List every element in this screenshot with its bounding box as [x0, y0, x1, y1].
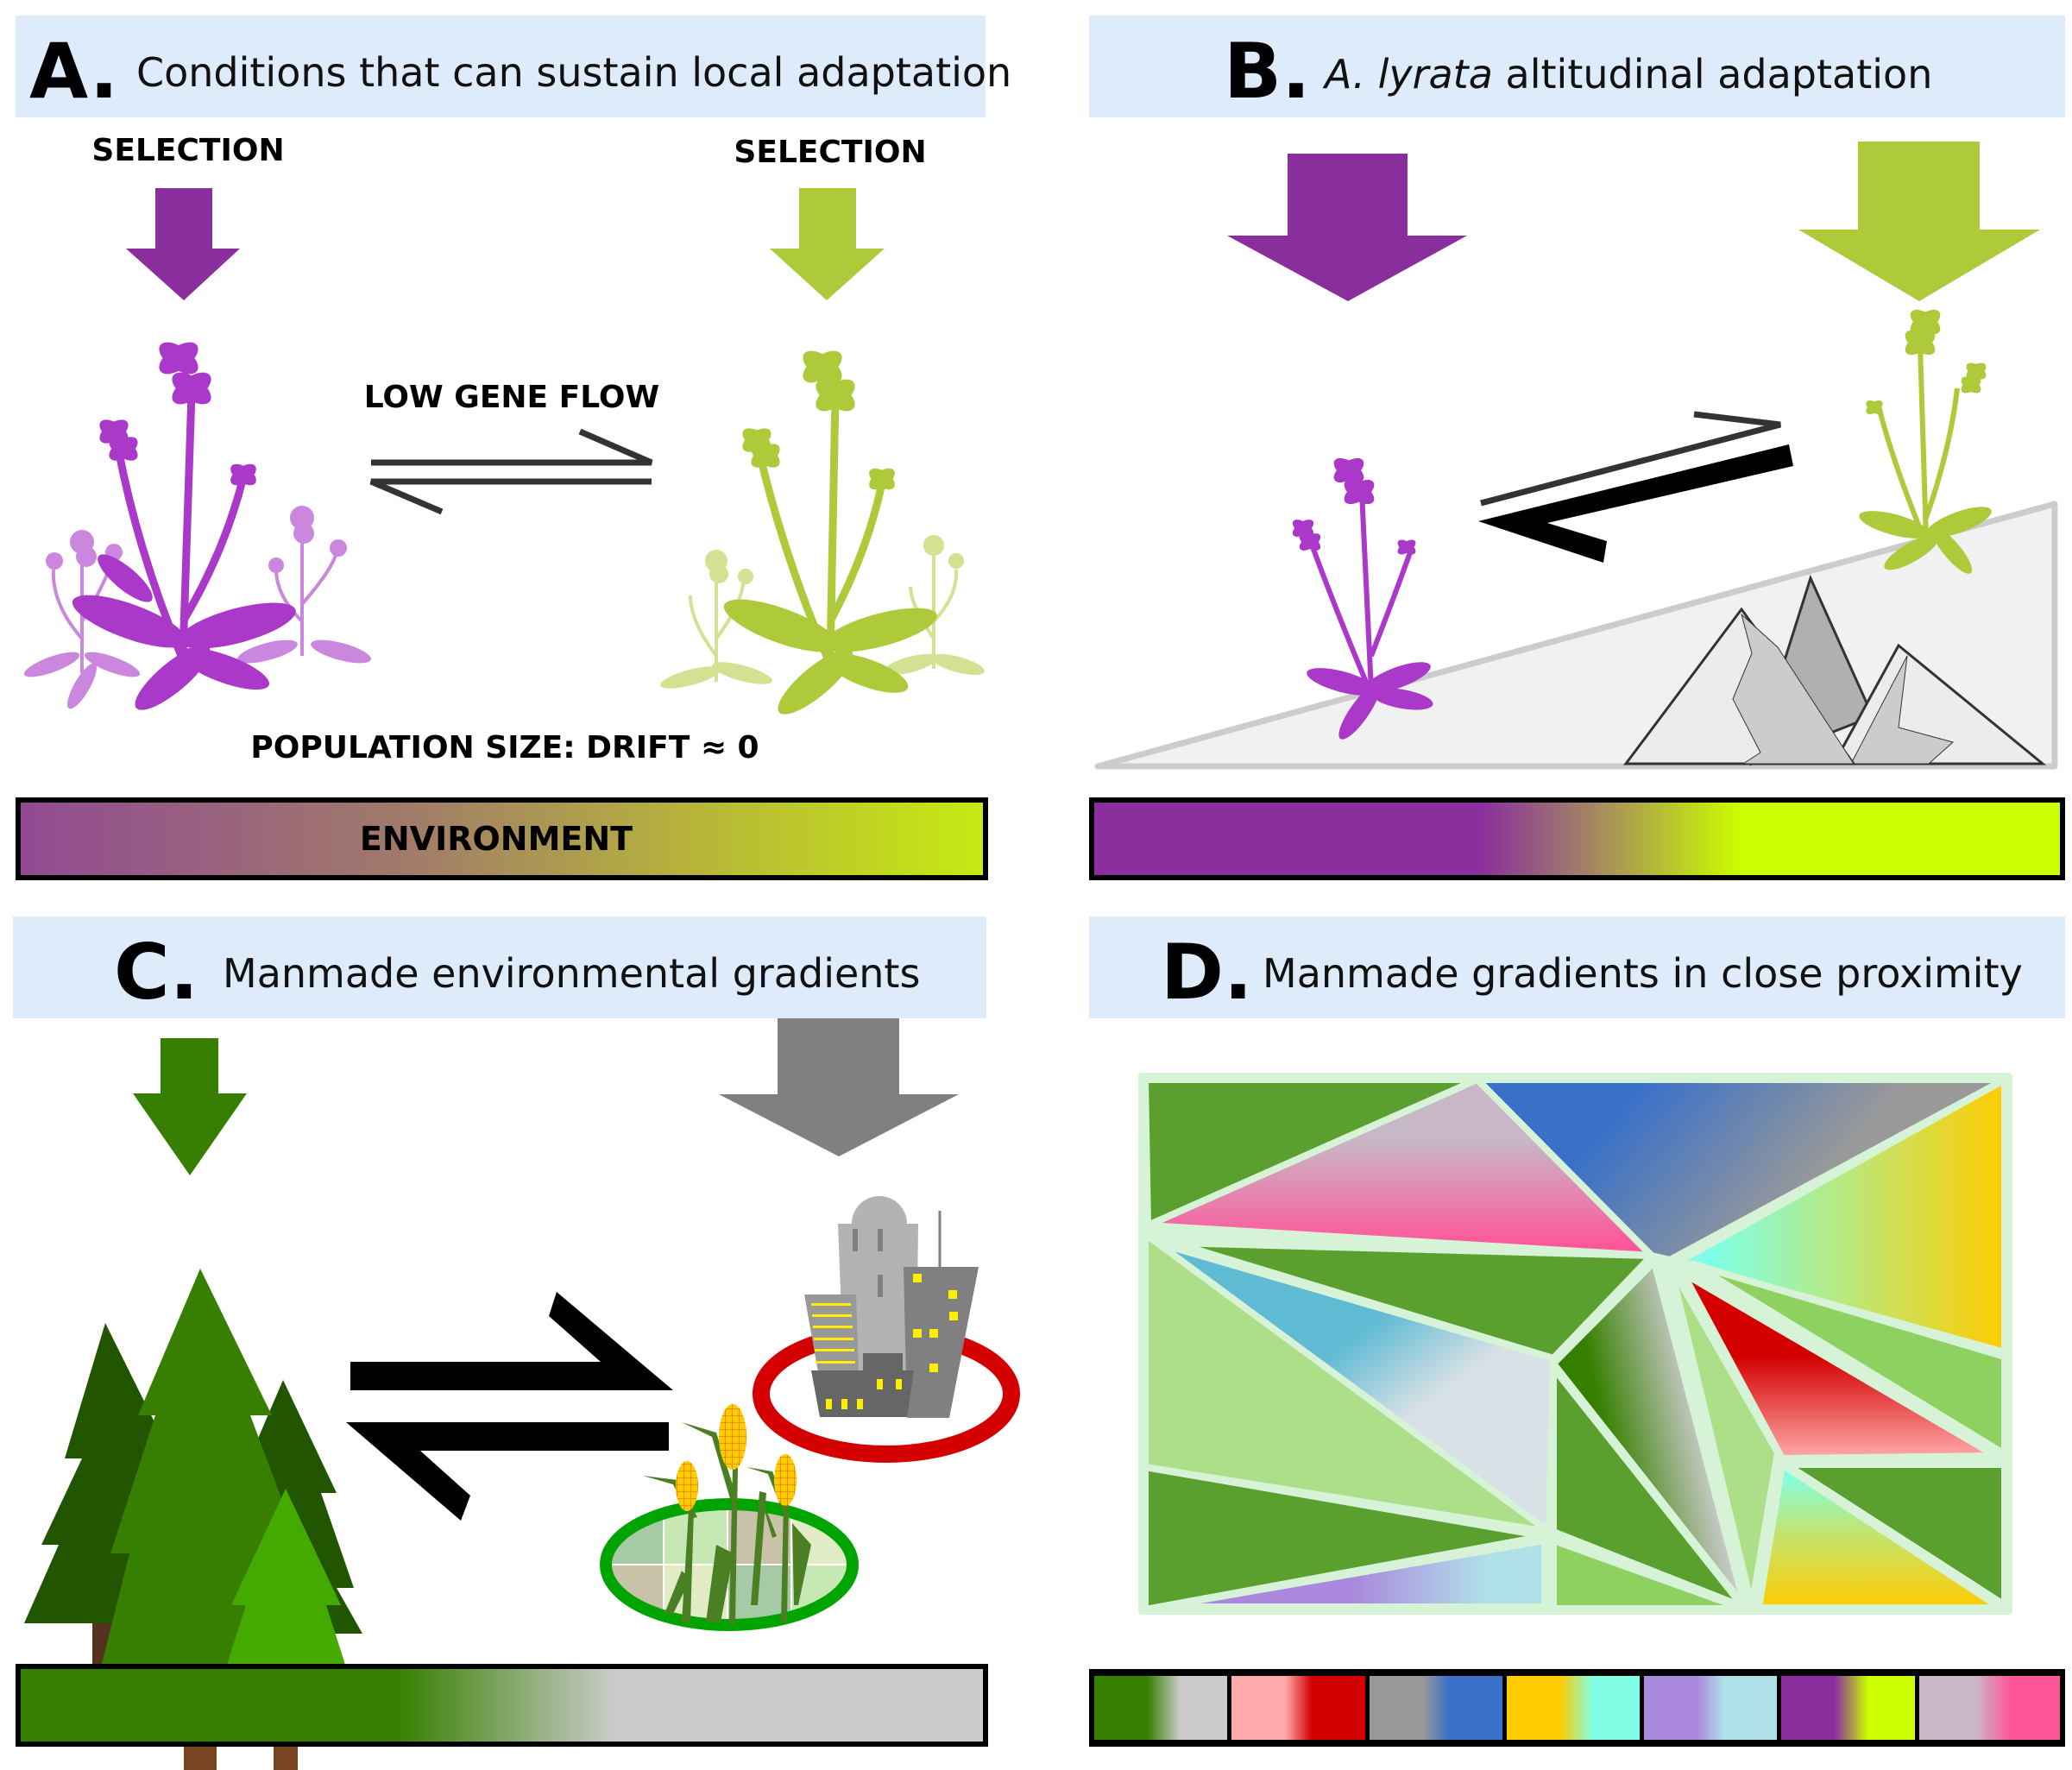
- gene-flow-arrows-icon: [1478, 411, 1793, 563]
- mosaic-patch: [1666, 1261, 1781, 1610]
- selection-arrow-green-icon: [770, 188, 885, 300]
- selection-label-right: SELECTION: [734, 135, 926, 170]
- population-size-label: POPULATION SIZE: DRIFT ≈ 0: [250, 730, 759, 765]
- panel-d: D. Manmade gradients in close proximity: [1089, 916, 2065, 1747]
- gradient-swatch: [1919, 1676, 2060, 1740]
- selection-arrow-green-icon: [1798, 142, 2040, 301]
- small-plant-icon: [237, 506, 371, 664]
- panel-a: A. Conditions that can sustain local ada…: [16, 16, 1011, 880]
- panel-b-title-rest: altitudinal adaptation: [1493, 51, 1932, 98]
- selection-arrow-purple-icon: [1227, 154, 1467, 301]
- selection-arrow-forest-icon: [133, 1038, 247, 1175]
- selection-arrow-purple-icon: [126, 188, 240, 300]
- purple-plant-icon: [1292, 457, 1433, 740]
- panel-d-letter: D.: [1161, 928, 1252, 1017]
- small-plant-icon: [23, 530, 141, 709]
- gradient-swatch: [1507, 1676, 1640, 1740]
- small-plant-icon: [660, 550, 772, 689]
- panel-a-header: [16, 16, 986, 117]
- mosaic-patch: [1550, 1537, 1747, 1612]
- small-plant-icon: [884, 535, 985, 676]
- panel-b-title: A. lyrata altitudinal adaptation: [1322, 51, 1932, 98]
- environment-bar-b: [1089, 797, 2065, 880]
- mountains-icon: [1623, 574, 2047, 766]
- land-use-mosaic: [1138, 1073, 2012, 1615]
- gene-flow-label: LOW GENE FLOW: [364, 380, 659, 415]
- environment-label: ENVIRONMENT: [360, 820, 633, 858]
- gradient-swatch: [1094, 1676, 1227, 1740]
- environment-bar-c: [16, 1664, 988, 1747]
- exchange-arrows-icon: [346, 1292, 673, 1521]
- gradient-swatch: [1231, 1676, 1365, 1740]
- gradient-swatch: [1781, 1676, 1915, 1740]
- selection-label-left: SELECTION: [91, 133, 284, 168]
- panel-b: B. A. lyrata altitudinal adaptation: [1089, 16, 2065, 880]
- environment-bar-a: [16, 797, 988, 880]
- panel-a-letter: A.: [29, 27, 118, 116]
- flower-icon: [1292, 457, 1416, 555]
- flower-icon: [99, 342, 256, 486]
- panel-d-header: [1089, 916, 2065, 1018]
- panel-b-letter: B.: [1224, 27, 1311, 116]
- city-icon: [753, 1196, 1020, 1463]
- flower-icon: [1866, 309, 1987, 414]
- mosaic-patch: [1474, 1076, 2008, 1263]
- mosaic-patch: [1550, 1364, 1747, 1610]
- panel-a-title: Conditions that can sustain local adapta…: [136, 49, 1011, 96]
- gradient-swatch-bar: [1089, 1669, 2065, 1747]
- panel-b-header: [1089, 16, 2065, 117]
- green-plant-icon: [660, 350, 985, 715]
- gradient-swatch: [1644, 1676, 1777, 1740]
- gradient-swatch: [1370, 1676, 1502, 1740]
- mosaic-patch: [1755, 1461, 2004, 1611]
- purple-plant-icon: [23, 342, 371, 710]
- cornfield-icon: [600, 1404, 859, 1631]
- mosaic-patch: [1679, 1269, 2000, 1462]
- mosaic-patch: [1690, 1261, 2008, 1458]
- gene-flow-arrows-icon: [369, 428, 653, 515]
- species-name: A. lyrata: [1322, 51, 1493, 98]
- mosaic-patch: [1157, 1537, 1548, 1610]
- selection-arrow-urban-icon: [719, 1018, 959, 1156]
- panel-d-title: Manmade gradients in close proximity: [1263, 950, 2023, 997]
- panel-c-header: [13, 916, 986, 1018]
- panel-c-letter: C.: [114, 928, 198, 1017]
- green-plant-icon: [1859, 309, 1992, 574]
- panel-c-title: Manmade environmental gradients: [223, 950, 920, 997]
- panel-c: C. Manmade environmental gradients: [13, 916, 1020, 1770]
- flower-icon: [742, 350, 895, 490]
